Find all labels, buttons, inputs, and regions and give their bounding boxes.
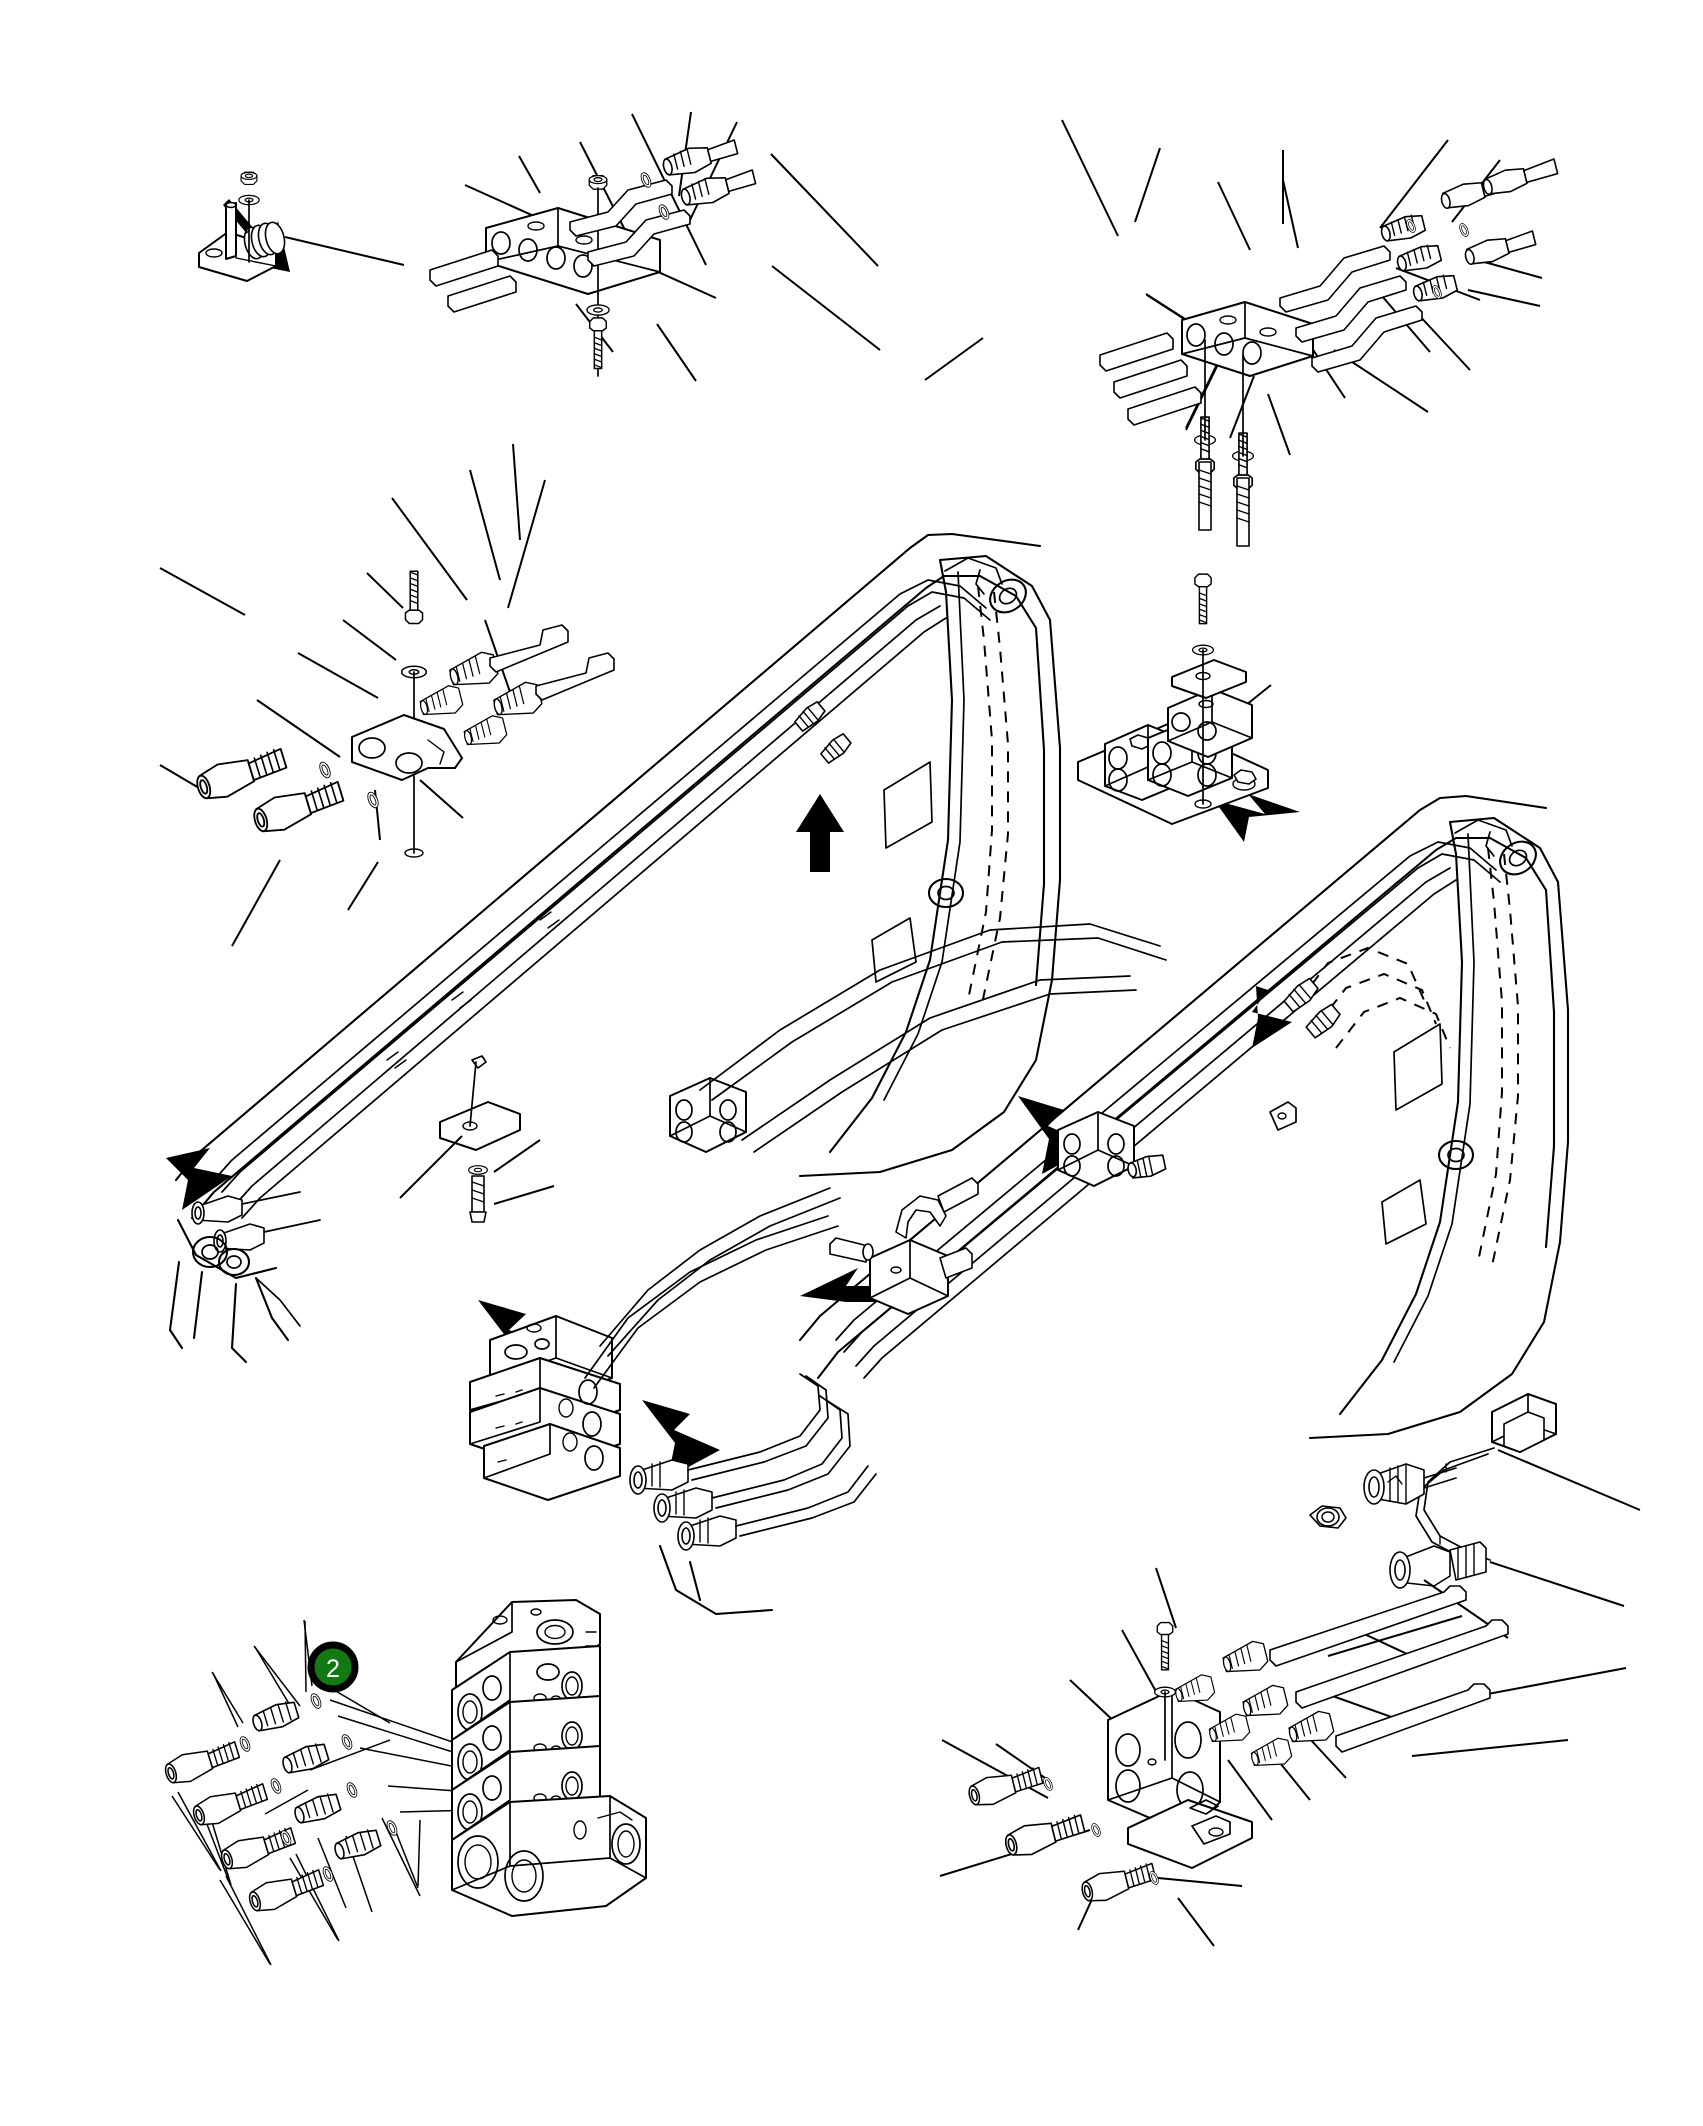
group-boom-left — [166, 532, 1062, 1364]
status-badge: 2 — [307, 1641, 359, 1693]
group-coupler-block-boom — [629, 1373, 877, 1616]
hose-clamp-block — [1057, 1111, 1135, 1187]
coupler-mounting-bracket — [1107, 1689, 1253, 1869]
exploded-clamp-block — [1167, 688, 1253, 758]
indicator-arrow-icon — [1252, 986, 1292, 1048]
indicator-arrow-icon — [796, 794, 844, 872]
bent-tubes — [1279, 158, 1559, 373]
group-control-valve-bank-bottom-left: 2 — [161, 1599, 647, 1966]
group-manifold-two-port-top-center — [429, 111, 881, 382]
control-valve-bank — [451, 1599, 647, 1917]
indicator-arrow-icon — [1214, 794, 1300, 842]
mounting-bracket — [351, 714, 463, 781]
group-hose-clamp-stack-mid-right — [1077, 573, 1300, 842]
hose-clamp-block — [669, 1077, 747, 1153]
hose-support-bracket — [399, 1055, 555, 1223]
group-control-valve-boom — [469, 1187, 841, 1501]
indicator-arrow-icon — [800, 1268, 878, 1302]
indicator-arrow-icon — [166, 1148, 232, 1210]
indicator-arrow-icon — [642, 1400, 720, 1478]
boom-end-couplers — [629, 1373, 877, 1616]
bent-tubes — [569, 139, 757, 267]
group-clamp-bracket-top-left — [198, 171, 405, 282]
group-boom-right — [798, 557, 1570, 1440]
boom-tip-couplers — [166, 1148, 321, 1364]
control-valve-block — [469, 1315, 621, 1501]
callout-number: 2 — [326, 1655, 340, 1683]
group-manifold-three-port-top-right — [924, 119, 1559, 547]
group-coupler-bracket-bottom-right — [939, 1463, 1627, 1947]
solenoid-body — [1389, 1541, 1487, 1589]
group-selector-valve — [800, 1177, 979, 1315]
manifold-block — [1181, 301, 1314, 377]
group-quick-coupler-bracket-mid-left — [159, 443, 615, 947]
group-mid-hose-clamps — [399, 923, 1167, 1315]
connector-fitting — [1363, 1463, 1457, 1505]
